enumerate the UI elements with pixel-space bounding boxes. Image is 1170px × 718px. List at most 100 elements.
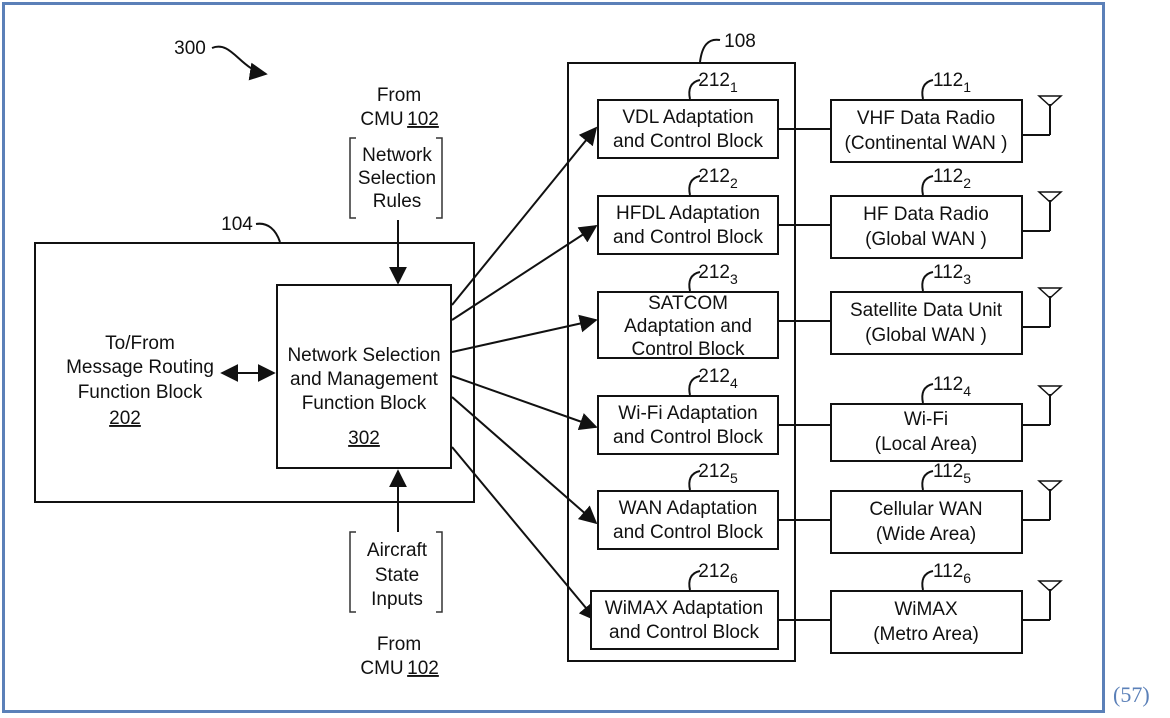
outer-ref-label: 104 (221, 214, 253, 235)
state-bracket-left (349, 531, 356, 613)
radio-block (830, 403, 1023, 462)
radio-line: (Continental WAN ) (845, 133, 1008, 154)
adaptation-ref: 2121 (698, 70, 738, 95)
center-line-2: and Management (290, 369, 439, 390)
rules-line-2: Selection (358, 168, 436, 189)
adaptation-line: WiMAX Adaptation (605, 598, 763, 619)
antenna-icon (1037, 480, 1063, 520)
adaptation-ref-leader (688, 79, 701, 100)
adaptation-line: Control Block (632, 339, 745, 360)
adaptation-ref-leader (688, 175, 701, 196)
radio-ref-leader (921, 271, 934, 292)
radio-block (830, 291, 1023, 355)
adaptation-line: WAN Adaptation (619, 498, 758, 519)
radio-line: (Metro Area) (873, 624, 979, 645)
fanout-arrow-4 (451, 375, 598, 431)
top-from: From (377, 85, 421, 106)
antenna-icon (1037, 385, 1063, 425)
radio-ref-leader (921, 570, 934, 591)
adaptation-line: VDL Adaptation (622, 107, 753, 128)
radio-line: Cellular WAN (869, 499, 982, 520)
adaptation-ref-leader (688, 570, 701, 591)
adaptation-ref: 2126 (698, 561, 738, 586)
bottom-from: From (377, 634, 421, 655)
adaptation-line: Wi-Fi Adaptation (618, 403, 757, 424)
rules-line-1: Network (362, 145, 432, 166)
row-4: Wi-Fi Adaptation and Control Block 2124 … (597, 366, 1063, 462)
radio-ref-leader (921, 79, 934, 100)
center-number: 302 (348, 428, 380, 449)
adaptation-line: and Control Block (613, 522, 763, 543)
figure-ref-arrow (211, 45, 268, 81)
radio-block (830, 195, 1023, 259)
adaptation-line: and Control Block (609, 622, 759, 643)
adaptation-ref: 2123 (698, 262, 738, 287)
radio-block (830, 99, 1023, 163)
adaptation-group-108 (567, 62, 796, 662)
fanout-arrow-6 (451, 446, 598, 622)
outer-ref-leader (255, 222, 281, 243)
radio-ref: 1122 (933, 166, 971, 191)
radio-block (830, 490, 1023, 554)
state-line-2: State (375, 565, 419, 586)
adaptation-block (597, 195, 779, 255)
adaptation-ref: 2124 (698, 366, 738, 391)
rules-bracket-right (436, 137, 443, 219)
top-cmu: CMU (360, 109, 403, 130)
bottom-cmu: CMU (360, 658, 403, 679)
state-line-1: Aircraft (367, 540, 428, 561)
fanout-arrow-2 (451, 225, 598, 321)
row-2: HFDL Adaptation and Control Block 2122 H… (597, 166, 1063, 259)
figure-ref-label: 300 (174, 38, 206, 59)
adaptation-block (597, 99, 779, 159)
corner-label: (57) (1113, 682, 1150, 707)
row-5: WAN Adaptation and Control Block 2125 Ce… (597, 461, 1063, 554)
left-line-2: Message Routing (66, 357, 214, 378)
rules-bracket-left (349, 137, 356, 219)
adaptation-line: and Control Block (613, 227, 763, 248)
fanout-arrow-1 (451, 126, 598, 306)
center-line-1: Network Selection (287, 345, 440, 366)
radio-ref: 1125 (933, 461, 971, 486)
adaptation-line: Adaptation and (624, 316, 752, 337)
state-line-3: Inputs (371, 589, 423, 610)
fanout-arrows (451, 126, 598, 622)
fanout-arrow-3 (451, 314, 598, 353)
adaptation-line: HFDL Adaptation (616, 203, 760, 224)
antenna-icon (1037, 580, 1063, 620)
adaptation-block (597, 490, 779, 550)
radio-line: (Local Area) (875, 434, 977, 455)
group-ref-label: 108 (724, 31, 756, 52)
radio-ref-leader (921, 470, 934, 491)
adaptation-ref: 2125 (698, 461, 738, 486)
radio-ref-leader (921, 383, 934, 404)
radio-line: Wi-Fi (904, 409, 948, 430)
left-line-3: Function Block (78, 382, 203, 403)
radio-line: (Global WAN ) (865, 325, 987, 346)
left-line-1: To/From (105, 333, 175, 354)
adaptation-block (597, 291, 779, 359)
row-6: WiMAX Adaptation and Control Block 2126 … (590, 561, 1063, 654)
antenna-icon (1037, 287, 1063, 327)
rules-line-3: Rules (373, 191, 422, 212)
row-1: VDL Adaptation and Control Block 2121 VH… (597, 70, 1063, 163)
radio-ref: 1126 (933, 561, 971, 586)
adaptation-line: and Control Block (613, 427, 763, 448)
antenna-icon (1037, 191, 1063, 231)
radio-line: (Global WAN ) (865, 229, 987, 250)
radio-ref: 1124 (933, 374, 971, 399)
adaptation-ref-leader (688, 271, 701, 292)
radio-ref-leader (921, 175, 934, 196)
top-cmu-number: 102 (407, 109, 439, 130)
left-number: 202 (109, 408, 141, 429)
network-selection-block (276, 284, 452, 469)
radio-line: HF Data Radio (863, 204, 989, 225)
radio-ref: 1123 (933, 262, 971, 287)
adaptation-line: and Control Block (613, 131, 763, 152)
message-routing-block: To/From Message Routing Function Block 2… (66, 333, 214, 429)
antenna-icon (1037, 95, 1063, 135)
row-3: SATCOM Adaptation and Control Block 2123… (597, 262, 1063, 360)
center-line-3: Function Block (302, 393, 427, 414)
adaptation-ref-leader (688, 470, 701, 491)
